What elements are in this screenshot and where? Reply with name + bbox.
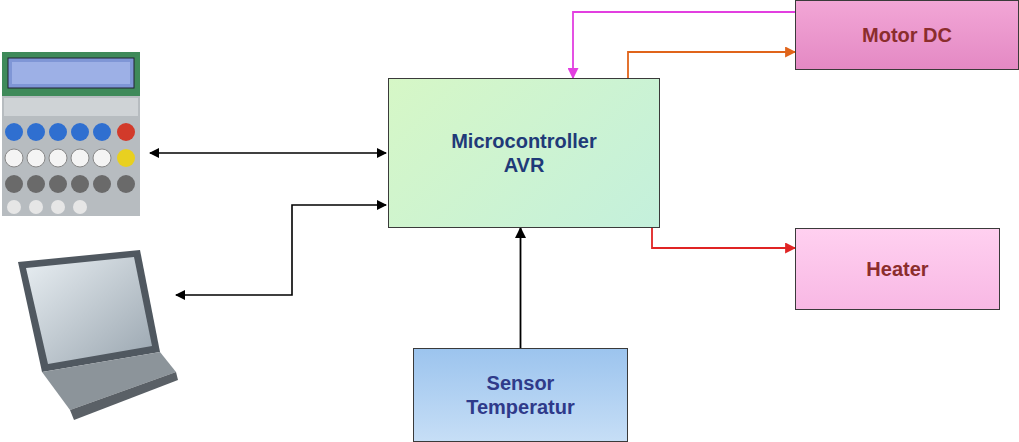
- lcd-keypad-picture: [2, 52, 140, 216]
- sensor-box: Sensor Temperatur: [413, 348, 628, 442]
- motor-box: Motor DC: [795, 0, 1019, 70]
- box-label: Sensor Temperatur: [456, 371, 586, 419]
- laptop-picture: [18, 250, 178, 420]
- signal-arrow: [573, 12, 795, 78]
- laptop-link: [176, 205, 386, 295]
- controller-box: Microcontroller AVR: [388, 78, 660, 228]
- box-label: Motor DC: [862, 23, 952, 47]
- signal-arrow: [628, 52, 795, 78]
- signal-arrow: [652, 228, 795, 248]
- signal-arrow: [520, 228, 522, 348]
- heater-box: Heater: [795, 228, 1000, 310]
- keypad-link: [150, 152, 386, 154]
- box-label: Heater: [866, 257, 928, 281]
- box-label: Microcontroller AVR: [434, 129, 614, 177]
